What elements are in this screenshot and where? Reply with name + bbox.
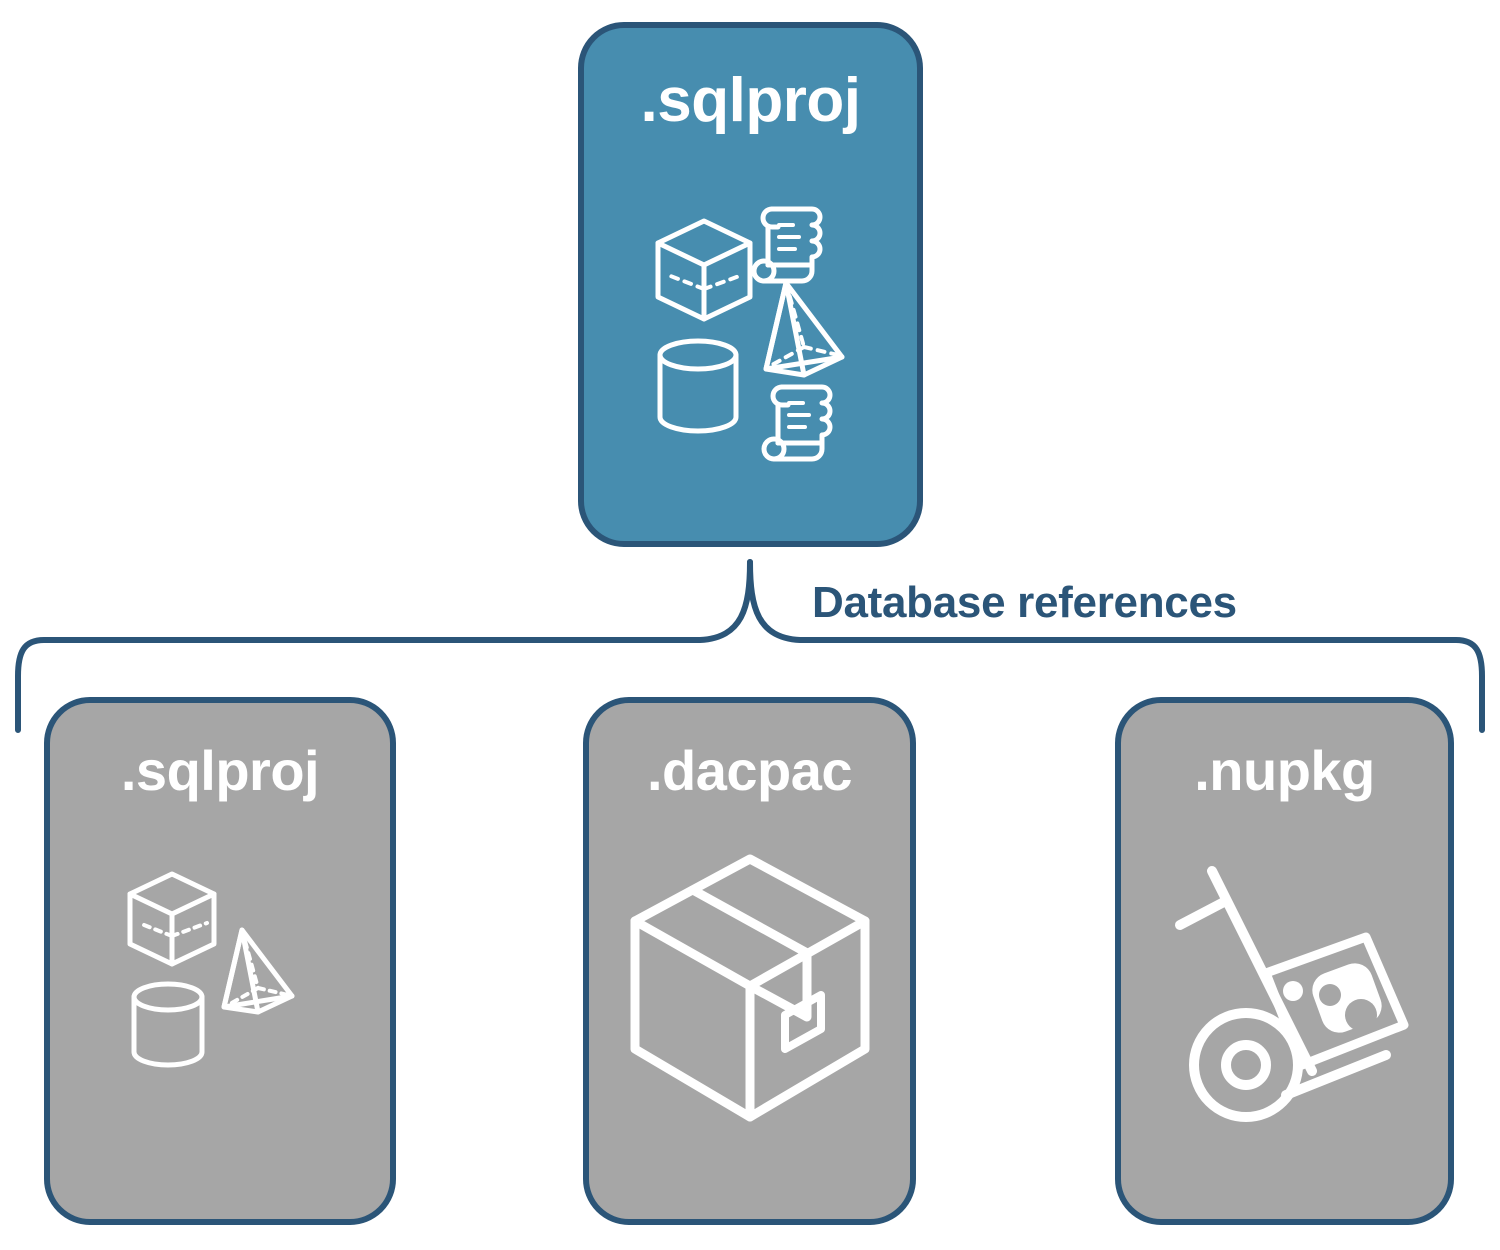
node-reference-dacpac-label: .dacpac xyxy=(646,739,853,802)
pyramid-icon xyxy=(221,927,295,1015)
hand-truck-icon xyxy=(1174,866,1408,1122)
scroll-icon xyxy=(751,206,822,283)
connector-label-database-references: Database references xyxy=(812,578,1237,627)
cube-icon xyxy=(127,871,217,967)
shapes-and-scrolls-icon-group xyxy=(655,206,844,461)
pyramid-icon xyxy=(763,280,844,377)
node-reference-dacpac[interactable]: .dacpac xyxy=(583,697,916,1225)
node-reference-sqlproj-label: .sqlproj xyxy=(120,739,320,802)
node-reference-nupkg-label: .nupkg xyxy=(1194,739,1375,802)
sqlproj-shapes-cluster xyxy=(50,799,390,1219)
package-box-icon xyxy=(630,854,869,1122)
nuget-blob-holes xyxy=(1318,984,1377,1031)
node-root-sqlproj[interactable]: .sqlproj xyxy=(578,22,923,547)
node-reference-sqlproj[interactable]: .sqlproj xyxy=(44,697,396,1225)
cube-icon xyxy=(655,218,752,321)
root-icon-cluster xyxy=(584,132,917,541)
nupkg-delivery-cluster xyxy=(1121,799,1448,1219)
node-root-label: .sqlproj xyxy=(640,66,861,135)
dacpac-package-cluster xyxy=(589,799,910,1219)
cylinder-icon xyxy=(131,981,205,1068)
cylinder-icon xyxy=(657,338,738,433)
node-reference-nupkg[interactable]: .nupkg xyxy=(1115,697,1454,1225)
shapes-icon-group xyxy=(127,871,295,1068)
scroll-icon xyxy=(761,384,832,461)
